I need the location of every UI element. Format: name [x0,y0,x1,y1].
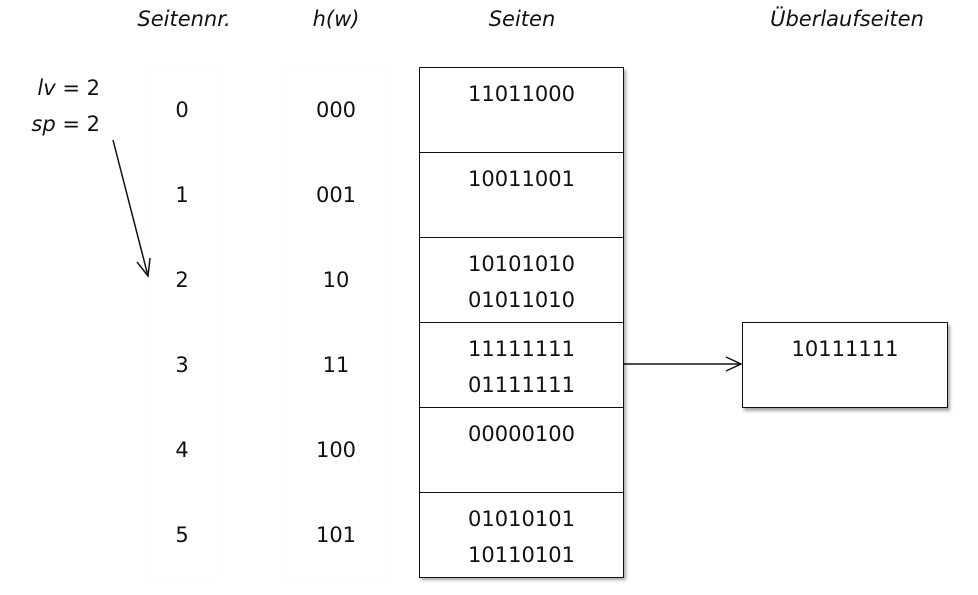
page-entry: 10011001 [468,167,575,191]
page-number-cell: 0 [175,97,189,122]
page-box: 10101010 01011010 [419,237,624,323]
page-number-cell: 3 [175,352,189,377]
header-seitennr: Seitennr. [137,7,231,31]
page-entry: 10101010 [468,252,575,276]
header-hash: h(w) [312,7,360,31]
header-ueberlaufseiten: Überlaufseiten [770,7,924,31]
parameter-block: lv = 2 sp = 2 [14,70,100,142]
lv-value: = 2 [55,76,100,100]
page-number-cell: 4 [175,437,189,462]
page-entry: 01011010 [468,288,575,312]
hash-cell: 10 [322,267,350,292]
page-entry: 11011000 [468,82,575,106]
hash-column: 000 001 10 11 100 101 [282,66,390,578]
lv-label: lv [37,76,56,100]
sp-value: = 2 [55,112,100,136]
page-entry: 01111111 [468,373,575,397]
overflow-page-box: 10111111 [742,322,948,408]
page-entry: 10110101 [468,543,575,567]
hash-cell: 100 [315,437,357,462]
hash-cell: 11 [322,352,350,377]
page-box: 11111111 01111111 [419,322,624,408]
overflow-entry: 10111111 [791,337,899,361]
page-box: 11011000 [419,67,624,153]
page-box: 10011001 [419,152,624,238]
sp-parameter: sp = 2 [14,106,100,142]
sp-label: sp [31,112,56,136]
page-number-column: 0 1 2 3 4 5 [146,66,218,578]
hash-cell: 000 [315,97,357,122]
page-number-cell: 5 [175,522,189,547]
page-entry: 11111111 [468,337,575,361]
pages-column: 11011000 10011001 10101010 01011010 1111… [419,67,624,578]
header-seiten: Seiten [488,7,556,31]
overflow-chain-arrow [624,356,743,372]
page-entry: 01010101 [468,507,575,531]
lv-parameter: lv = 2 [14,70,100,106]
page-entry: 00000100 [468,422,575,446]
hash-cell: 001 [315,182,357,207]
split-pointer-arrow [112,139,151,278]
page-number-cell: 1 [175,182,189,207]
page-box: 00000100 [419,407,624,493]
page-box: 01010101 10110101 [419,492,624,578]
page-number-cell: 2 [175,267,189,292]
hash-cell: 101 [315,522,357,547]
